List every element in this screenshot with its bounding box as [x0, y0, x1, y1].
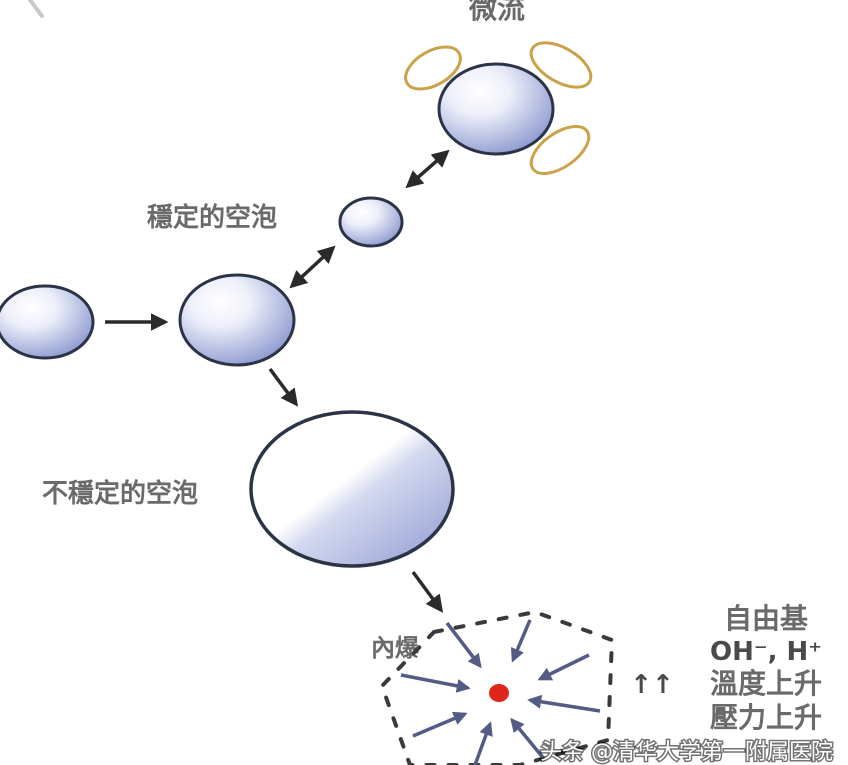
implosion-arrow: [400, 673, 471, 693]
implosion-arrow: [412, 711, 468, 738]
initial-bubble: [0, 284, 95, 360]
microflow-bubble: [437, 62, 555, 156]
stable-bubble-small: [338, 196, 404, 248]
stable-bubble-label: 穩定的空泡: [147, 202, 277, 233]
arrow-growing-to-unstable: [268, 367, 299, 407]
implosion-arrow: [473, 721, 493, 765]
implosion-arrow: [445, 621, 482, 669]
flow-arrows: [105, 149, 450, 613]
pressure-rise-label: 壓力上升: [710, 701, 822, 734]
effects-panel: 自由基 OH⁻, H⁺ ↑↑ 溫度上升 壓力上升: [630, 602, 822, 734]
implosion-boundary: [379, 609, 615, 765]
implosion-core: [489, 684, 509, 702]
temperature-rise-label: 溫度上升: [710, 667, 822, 700]
micro-flow-label: 微流: [468, 0, 525, 25]
unstable-bubble: [249, 410, 455, 568]
implosion-arrows: [400, 619, 601, 765]
up-arrows-label: ↑↑: [630, 670, 674, 700]
microflow-ring-left: [404, 45, 462, 91]
implosion-arrow: [527, 694, 601, 713]
implosion-arrow: [510, 619, 532, 663]
microflow-ring-right: [529, 41, 593, 89]
unstable-bubble-label: 不穩定的空泡: [42, 478, 198, 509]
implosion-arrow: [510, 717, 547, 762]
free-radicals-label: 自由基: [724, 602, 808, 635]
arrow-unstable-to-implosion: [411, 570, 444, 613]
arrow-stable-to-microflow: [405, 149, 450, 189]
microflow-ring-bottom: [529, 125, 591, 175]
implosion-arrow: [537, 653, 590, 681]
arrow-growing-to-stable: [289, 245, 336, 289]
watermark: 头条 @清华大学第一附属医院: [540, 740, 833, 765]
scan-smudge: [28, 0, 44, 18]
implosion-label: 內爆: [371, 634, 420, 662]
growing-bubble: [178, 273, 296, 367]
microflow-rings: [404, 41, 593, 175]
ions-label: OH⁻, H⁺: [710, 637, 822, 667]
